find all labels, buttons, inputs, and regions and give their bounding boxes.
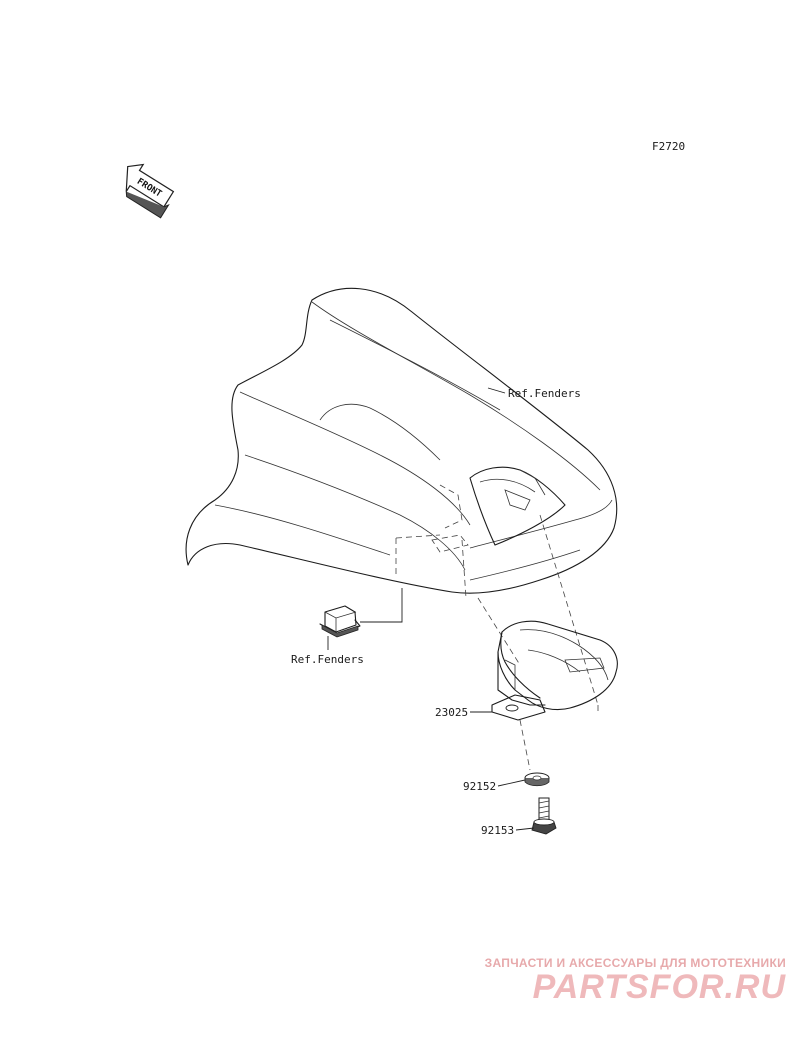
- rear-fender: [185, 287, 618, 594]
- bolt-92153: [531, 797, 557, 835]
- leader-92153: [515, 827, 535, 831]
- assembly-guides: [395, 514, 599, 771]
- leader-ref-fenders-top: [487, 387, 506, 394]
- washer-92152: [524, 772, 550, 787]
- label-part-23025: 23025: [435, 706, 468, 719]
- leader-92152: [497, 779, 526, 787]
- fender-clip: [319, 605, 361, 638]
- front-arrow-icon: FRONT: [125, 163, 175, 219]
- leader-clip: [360, 588, 403, 623]
- label-ref-fenders-left: Ref.Fenders: [291, 653, 364, 666]
- watermark: ЗАПЧАСТИ И АКСЕССУАРЫ ДЛЯ МОТОТЕХНИКИ PA…: [485, 956, 786, 1007]
- label-ref-fenders-top: Ref.Fenders: [508, 387, 581, 400]
- watermark-tagline: ЗАПЧАСТИ И АКСЕССУАРЫ ДЛЯ МОТОТЕХНИКИ: [484, 956, 786, 970]
- watermark-logo: PARTSFOR.RU: [532, 968, 786, 1006]
- label-part-92152: 92152: [463, 780, 496, 793]
- label-part-92153: 92153: [481, 824, 514, 837]
- figure-code: F2720: [652, 140, 685, 153]
- license-light-assembly: [491, 620, 618, 721]
